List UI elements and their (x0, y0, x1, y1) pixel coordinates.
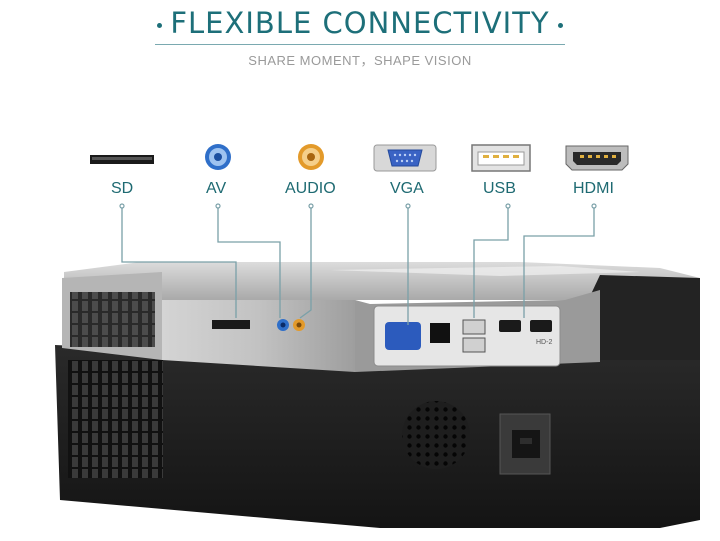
device-usb-2 (462, 337, 486, 353)
hdmi-port-icon (565, 145, 629, 171)
audio-jack-icon (298, 144, 324, 170)
port-label-audio: AUDIO (285, 180, 336, 197)
title-dot-left (157, 22, 163, 28)
port-label-sd: SD (111, 180, 134, 197)
title-dot-right (557, 22, 563, 28)
hdmi-marking: HD-2 (536, 339, 552, 346)
port-label-av: AV (206, 180, 227, 197)
header: FLEXIBLE CONNECTIVITY (0, 6, 720, 40)
device-ports: HD-2 (212, 319, 552, 353)
device-ir-window (430, 323, 450, 343)
sd-card-slot-icon (90, 155, 154, 164)
port-label-hdmi: HDMI (573, 180, 614, 197)
title-text: FLEXIBLE CONNECTIVITY (170, 6, 550, 40)
usb-port-icon (471, 144, 531, 172)
device-sd-slot (212, 320, 250, 329)
device-vga-port (385, 322, 421, 350)
page-title: FLEXIBLE CONNECTIVITY (149, 6, 570, 40)
av-jack-icon (205, 144, 231, 170)
title-underline (155, 44, 565, 45)
port-label-usb: USB (483, 180, 516, 197)
port-label-vga: VGA (390, 180, 424, 197)
device-hdmi-2 (530, 320, 552, 332)
device-usb-1 (462, 319, 486, 335)
leader-lines (121, 206, 595, 325)
device-hdmi-1 (499, 320, 521, 332)
vga-port-icon (373, 144, 437, 172)
projector-body (55, 262, 700, 528)
subtitle: SHARE MOMENT，SHAPE VISION (248, 53, 472, 68)
